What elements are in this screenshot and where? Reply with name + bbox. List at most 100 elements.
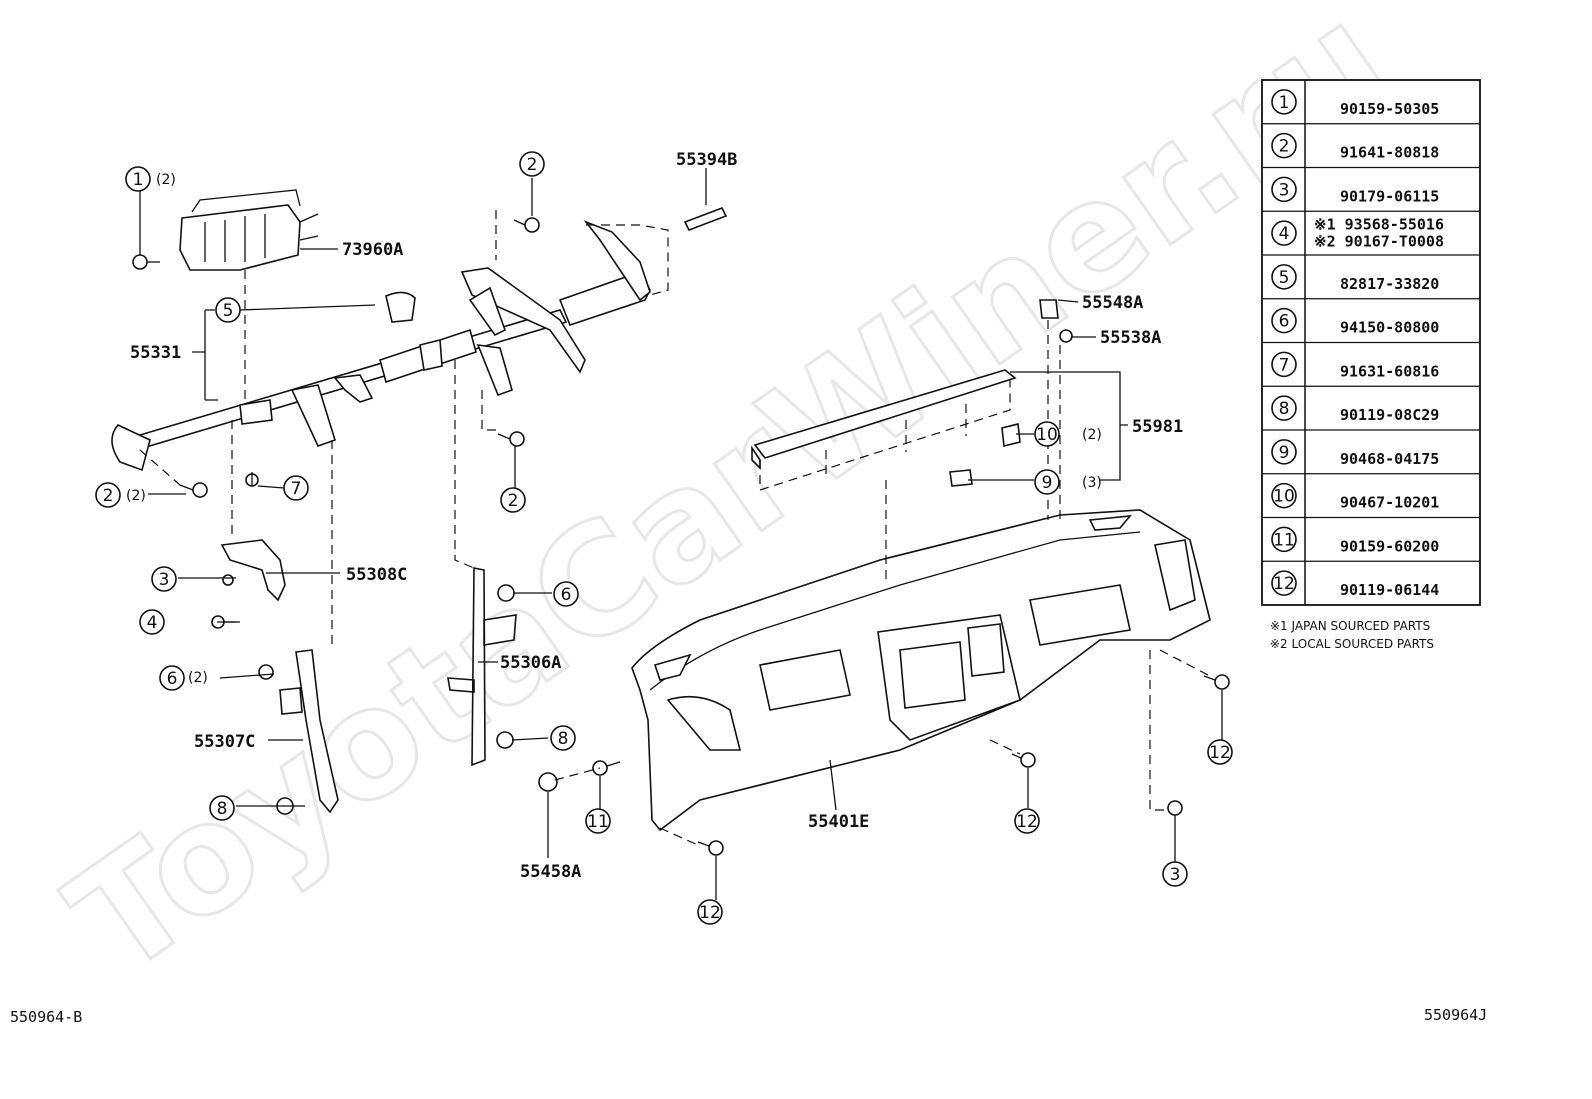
callout-6-left: 6 <box>159 665 185 691</box>
table-row-5-number: 5 <box>1279 268 1290 288</box>
parts-table: 1 90159-50305 2 91641-80818 3 90179-06115 4 ※1 … <box>1261 79 1481 606</box>
callout-7: 7 <box>283 475 309 501</box>
svg-text:12: 12 <box>699 903 721 923</box>
table-row-4-code: ※2 90167-T0008 <box>1314 232 1444 250</box>
table-row-6-code: 94150-80800 <box>1340 319 1439 337</box>
svg-text:10: 10 <box>1036 425 1058 445</box>
label-55981: 55981 <box>1132 417 1183 437</box>
label-55331: 55331 <box>130 343 181 363</box>
instrument-panel-55401E <box>631 509 1211 832</box>
label-55306A: 55306A <box>500 653 561 673</box>
svg-text:3: 3 <box>1170 865 1181 885</box>
callout-2-top: 2 <box>519 151 545 177</box>
qty-9: (3) <box>1082 475 1102 491</box>
svg-text:4: 4 <box>147 613 158 633</box>
qty-6: (2) <box>188 670 208 686</box>
label-55458A: 55458A <box>520 862 581 882</box>
table-row-4-number: 4 <box>1279 224 1290 244</box>
table-row-12-marker <box>1271 570 1297 596</box>
table-row-6-marker <box>1271 307 1297 334</box>
module-73960A <box>179 189 319 271</box>
brace-55306A <box>447 567 517 767</box>
svg-text:8: 8 <box>558 729 569 749</box>
svg-text:9: 9 <box>1042 473 1053 493</box>
table-row-9-marker <box>1271 439 1297 465</box>
svg-text:3: 3 <box>159 570 170 590</box>
callout-1: 1 <box>125 166 151 192</box>
svg-text:5: 5 <box>223 301 234 321</box>
brace-55307C <box>279 649 339 814</box>
table-row-12-code: 90119-06144 <box>1340 581 1439 599</box>
table-row-6-number: 6 <box>1279 312 1290 332</box>
table-row-10-code: 90467-10201 <box>1340 494 1439 512</box>
table-row-10-marker <box>1271 482 1297 509</box>
corner-code-right: 550964J <box>1424 1006 1487 1024</box>
corner-code-left: 550964-B <box>10 1008 82 1026</box>
label-55394B: 55394B <box>676 150 737 170</box>
label-55401E: 55401E <box>808 812 869 832</box>
table-row-1-marker <box>1271 89 1297 115</box>
table-row-8-code: 90119-08C29 <box>1340 406 1439 424</box>
svg-text:6: 6 <box>167 669 178 689</box>
table-row-4-marker <box>1271 220 1297 246</box>
table-row-1-number: 1 <box>1279 93 1290 113</box>
table-row-8-number: 8 <box>1279 399 1290 419</box>
callout-12-bottom: 12 <box>697 899 723 925</box>
defroster-nozzle-55981 <box>751 369 1017 470</box>
table-row-11-number: 11 <box>1273 530 1295 550</box>
table-row-1-code: 90159-50305 <box>1340 100 1439 118</box>
callout-5: 5 <box>215 297 241 323</box>
callout-10: 10 <box>1034 421 1060 447</box>
svg-text:6: 6 <box>561 585 572 605</box>
callout-8-mid: 8 <box>550 725 576 751</box>
steering-support-beam <box>111 220 651 472</box>
label-73960A: 73960A <box>342 240 403 260</box>
svg-text:2: 2 <box>103 486 114 506</box>
table-row-3-marker <box>1271 176 1297 203</box>
svg-text:2: 2 <box>527 155 538 175</box>
callout-3-right: 3 <box>1162 861 1188 887</box>
table-row-10-number: 10 <box>1273 487 1295 507</box>
note-japan: ※1 JAPAN SOURCED PARTS <box>1270 619 1430 633</box>
label-55538A: 55538A <box>1100 328 1161 348</box>
callout-2-left: 2 <box>95 482 121 508</box>
table-row-3-number: 3 <box>1279 180 1290 200</box>
note-local: ※2 LOCAL SOURCED PARTS <box>1270 637 1434 651</box>
table-row-9-code: 90468-04175 <box>1340 450 1439 468</box>
callout-12-mid: 12 <box>1014 808 1040 834</box>
table-row-7-number: 7 <box>1279 355 1290 375</box>
callout-12-right: 12 <box>1207 739 1233 765</box>
table-row-11-marker <box>1271 526 1297 553</box>
svg-text:7: 7 <box>291 479 302 499</box>
table-notes: ※1 JAPAN SOURCED PARTS ※2 LOCAL SOURCED … <box>1270 619 1434 651</box>
table-row-5-code: 82817-33820 <box>1340 275 1439 293</box>
svg-text:11: 11 <box>587 812 609 832</box>
svg-text:12: 12 <box>1016 812 1038 832</box>
table-row-2-code: 91641-80818 <box>1340 144 1439 162</box>
table-row-9-number: 9 <box>1279 443 1290 463</box>
callout-9: 9 <box>1034 469 1060 495</box>
label-55548A: 55548A <box>1082 293 1143 313</box>
leader-lines <box>139 168 1223 900</box>
label-55308C: 55308C <box>346 565 407 585</box>
label-55307C: 55307C <box>194 732 255 752</box>
svg-text:8: 8 <box>217 799 228 819</box>
bracket-55308C <box>220 539 286 602</box>
svg-text:2: 2 <box>508 491 519 511</box>
table-row-7-marker <box>1271 351 1297 378</box>
svg-text:1: 1 <box>133 170 144 190</box>
table-row-7-code: 91631-60816 <box>1340 362 1439 380</box>
qty-1: (2) <box>156 172 176 188</box>
table-row-12-number: 12 <box>1273 574 1295 594</box>
callout-2-mid: 2 <box>500 487 526 513</box>
table-row-2-number: 2 <box>1279 137 1290 157</box>
table-row-3-code: 90179-06115 <box>1340 187 1439 205</box>
callout-11: 11 <box>585 808 611 834</box>
table-row-8-marker <box>1271 395 1297 421</box>
qty-2: (2) <box>126 488 146 504</box>
table-row-4-code: ※1 93568-55016 <box>1314 215 1444 233</box>
table-row-5-marker <box>1271 264 1297 290</box>
callout-8-left: 8 <box>209 795 235 821</box>
callout-3-left: 3 <box>151 566 177 592</box>
